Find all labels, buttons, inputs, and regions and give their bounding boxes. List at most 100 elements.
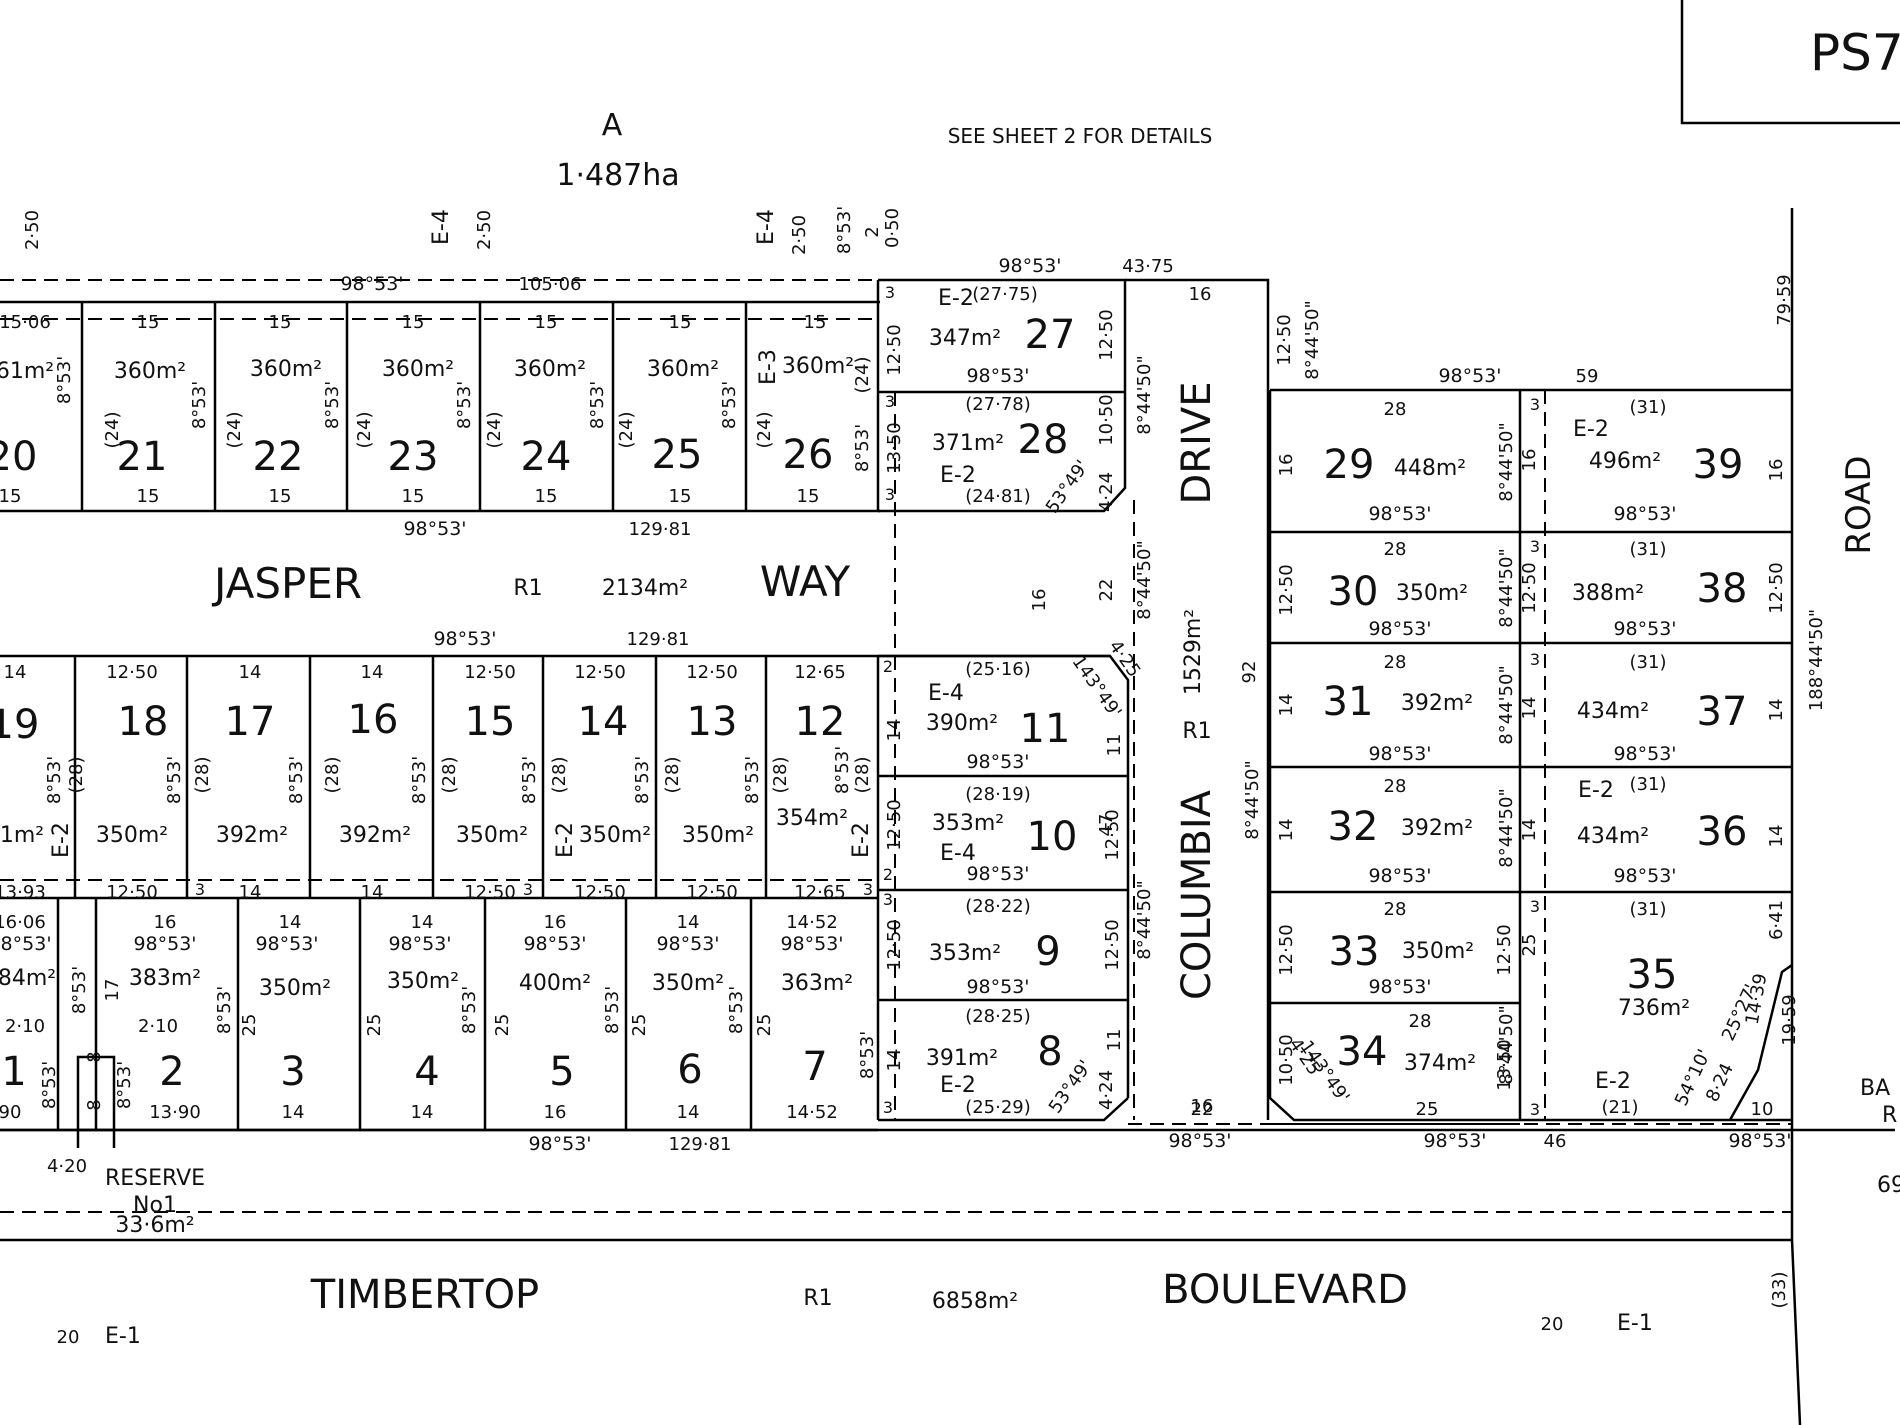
dim-lot9-right: 12·50 xyxy=(1102,919,1123,971)
dim-lot28-top: (27·78) xyxy=(965,394,1031,415)
bearing-lot33: 98°53' xyxy=(1368,976,1431,998)
dim-1439: 14·39 xyxy=(1742,972,1772,1026)
dim-lot33-right: 12·50 xyxy=(1494,924,1515,976)
dim-reserve-420: 4·20 xyxy=(47,1156,87,1177)
lot-26-number: 26 xyxy=(783,432,834,478)
dim-lot27-3: 3 xyxy=(885,283,895,302)
lot-13-number: 13 xyxy=(687,699,738,745)
dim-columbia-92: 92 xyxy=(1239,661,1260,684)
lot-30-number: 30 xyxy=(1328,569,1379,615)
dim-lot22-24: (24) xyxy=(224,412,245,449)
dim-lot11-top: (25·16) xyxy=(965,659,1031,680)
lot-22-number: 22 xyxy=(253,434,304,480)
bearing-lot2: 98°53' xyxy=(133,933,196,955)
dim-lot10-left: 12·50 xyxy=(884,799,905,851)
dim-lot4-top: 14 xyxy=(411,912,434,933)
bearing-lot11: 98°53' xyxy=(966,751,1029,773)
bearing-lot1-side: 8°53' xyxy=(69,966,90,1014)
lot-3-area: 350m² xyxy=(259,976,331,1001)
dim-columbia-16: 16 xyxy=(1191,1096,1214,1117)
dim-7959: 79·59 xyxy=(1774,274,1795,326)
road-jasper-r1: R1 xyxy=(513,576,542,601)
dim-lot1-top: 16·06 xyxy=(0,912,46,933)
lot-7-number: 7 xyxy=(802,1044,827,1090)
dim-top-1: 15 xyxy=(137,312,160,333)
lot-35-area: 736m² xyxy=(1618,996,1690,1021)
dim-lot12-bottom: 12·65 xyxy=(794,882,846,903)
dim-lot1-bottom: 90 xyxy=(0,1102,21,1123)
reserve-number: No1 xyxy=(133,1193,177,1218)
bearing-lot12: 8°53' xyxy=(832,746,853,794)
lot-29-area: 448m² xyxy=(1394,456,1466,481)
lot-9-area: 353m² xyxy=(929,941,1001,966)
dim-road-20-left: 20 xyxy=(57,1327,80,1348)
dim-bottom-6: 15 xyxy=(797,486,820,507)
bearing-lot7-side: 8°53' xyxy=(857,1031,878,1079)
lot-38-area: 388m² xyxy=(1572,581,1644,606)
dim-lot39-east: 16 xyxy=(1766,459,1787,482)
bearing-lot2-low: 8°53' xyxy=(114,1061,135,1109)
dim-lot35-bottom: (21) xyxy=(1602,1097,1639,1118)
dim-lot2-210: 2·10 xyxy=(138,1016,178,1037)
dim-lot5-top: 16 xyxy=(544,912,567,933)
easement-e2-lot27: E-2 xyxy=(938,286,974,311)
bearing-lot37: 98°53' xyxy=(1613,743,1676,765)
bearing-lot30: 98°53' xyxy=(1368,618,1431,640)
dim-lot34-bottom: 25 xyxy=(1416,1099,1439,1120)
bearing-drive-1: 8°44'50" xyxy=(1134,355,1155,435)
lot-20-area: 361m² xyxy=(0,359,54,384)
lot-16-number: 16 xyxy=(348,697,399,743)
dim-jasper-16: 16 xyxy=(1029,589,1050,612)
lot-15-area: 350m² xyxy=(456,823,528,848)
lot-12-number: 12 xyxy=(795,699,846,745)
dim-lot15-28: (28) xyxy=(439,757,460,794)
lot-14-area: 350m² xyxy=(579,823,651,848)
bearing-lot16: 8°53' xyxy=(409,756,430,804)
lot-1-area: 384m² xyxy=(0,966,56,991)
lot-11-area: 390m² xyxy=(926,711,998,736)
dim-lot16-bottom: 14 xyxy=(361,882,384,903)
bearing-lot27: 98°53' xyxy=(966,365,1029,387)
dim-lot38-1250: 12·50 xyxy=(1519,562,1540,614)
dim-lot32-14: 14 xyxy=(1276,819,1297,842)
dim-jasper-north: 129·81 xyxy=(629,519,692,540)
lot-39-number: 39 xyxy=(1693,442,1744,488)
dim-lot16-top: 14 xyxy=(361,662,384,683)
dim-lot27-right: 12·50 xyxy=(1096,309,1117,361)
dim-lot8-top: (28·25) xyxy=(965,1006,1031,1027)
lot-10-area: 353m² xyxy=(932,811,1004,836)
dim-top-250-a: 2·50 xyxy=(22,210,43,250)
bearing-lot36: 98°53' xyxy=(1613,865,1676,887)
dim-lot24-24: (24) xyxy=(484,412,505,449)
dim-lot18-3: 3 xyxy=(195,880,205,899)
dim-59: 59 xyxy=(1576,366,1599,387)
dim-lot37-14: 14 xyxy=(1519,697,1540,720)
bearing-top-small: 8°53' xyxy=(834,206,855,254)
bearing-lot24: 8°53' xyxy=(587,381,608,429)
lot-37-area: 434m² xyxy=(1577,699,1649,724)
bearing-lot4-side: 8°53' xyxy=(459,986,480,1034)
dim-top-250-b: 2·50 xyxy=(474,210,495,250)
lot-21-area: 360m² xyxy=(114,359,186,384)
lot-9-number: 9 xyxy=(1035,929,1060,975)
dim-top-250-c: 2·50 xyxy=(789,215,810,255)
dim-bottom-0: 15 xyxy=(0,486,21,507)
dim-lot8-14: 14 xyxy=(884,1049,905,1072)
lot-26-area: 360m² xyxy=(782,354,854,379)
dim-road-20-right: 20 xyxy=(1541,1314,1564,1335)
dim-lot18-bottom: 12·50 xyxy=(106,882,158,903)
dim-lot12-3: 3 xyxy=(863,880,873,899)
dim-lot25-24: (24) xyxy=(616,412,637,449)
bearing-lot7: 98°53' xyxy=(780,933,843,955)
bearing-lot3: 98°53' xyxy=(255,933,318,955)
lot-22-area: 360m² xyxy=(250,357,322,382)
dim-lot39-16: 16 xyxy=(1519,449,1540,472)
dim-lot28-3a: 3 xyxy=(885,392,895,411)
lot-29-number: 29 xyxy=(1324,442,1375,488)
bearing-lot22: 8°53' xyxy=(322,381,343,429)
lot-30-area: 350m² xyxy=(1396,581,1468,606)
dim-lot7-25: 25 xyxy=(754,1014,775,1037)
bearing-lot26: 8°53' xyxy=(852,424,873,472)
dim-top-2: 15 xyxy=(269,312,292,333)
dim-lot11-425: 4·25 xyxy=(1104,636,1144,681)
